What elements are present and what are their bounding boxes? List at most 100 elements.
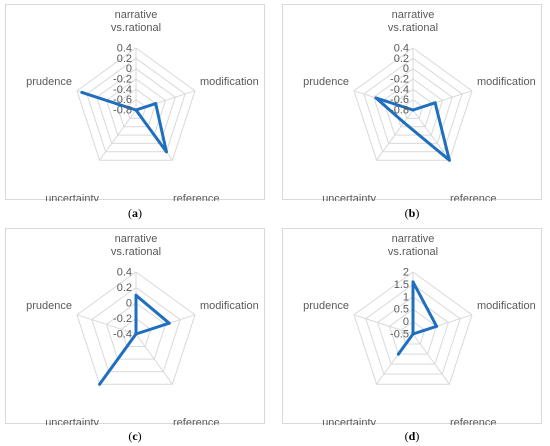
grid-ring — [96, 68, 176, 144]
tick-label: -0.6 — [390, 94, 409, 106]
tick-label: -0.4 — [113, 329, 132, 341]
grid-ring — [353, 47, 473, 161]
axis-label: narrative — [115, 233, 158, 245]
axis-spoke — [99, 109, 137, 161]
axis-label: modification — [477, 76, 536, 88]
axis-label: prudence — [303, 300, 349, 312]
radar-svg-a: 0.40.20-0.2-0.4-0.6-0.8narrativevs.ratio… — [26, 9, 259, 201]
data-point — [154, 102, 158, 106]
axis-label: prudence — [303, 76, 349, 88]
grid-ring — [377, 296, 449, 365]
axis-label: prudence — [26, 76, 72, 88]
axis-label: uncertainty — [322, 193, 376, 201]
data-point — [411, 332, 415, 336]
tick-label: 1 — [403, 291, 409, 303]
tick-label: 0 — [126, 63, 132, 75]
grid-ring — [373, 68, 453, 144]
data-point — [411, 280, 415, 284]
axis-label: reference — [173, 417, 219, 425]
tick-label: -0.4 — [113, 84, 132, 96]
axis-label: uncertainty — [45, 193, 99, 201]
grid-ring — [382, 78, 444, 136]
axis-label: vs.rational — [111, 246, 161, 258]
tick-label: -0.2 — [113, 74, 132, 86]
axis-label: vs.rational — [388, 246, 438, 258]
tick-label: 0.5 — [394, 304, 409, 316]
axis-spoke — [135, 333, 173, 385]
tick-label: 0.2 — [394, 53, 409, 65]
tick-label: 0 — [403, 63, 409, 75]
data-point — [433, 101, 437, 105]
axis-spoke — [376, 109, 414, 161]
tick-label: 0.4 — [394, 43, 409, 55]
data-point — [167, 321, 171, 325]
grid-ring — [353, 271, 473, 385]
grid-ring — [365, 283, 461, 375]
tick-label: -0.8 — [113, 105, 132, 117]
data-point — [80, 90, 84, 94]
data-point — [164, 150, 168, 154]
data-point — [134, 332, 138, 336]
data-point — [134, 293, 138, 297]
data-point — [396, 352, 400, 356]
tick-label: 2 — [403, 267, 409, 279]
grid-ring — [392, 88, 434, 128]
axis-label: uncertainty — [322, 417, 376, 425]
tick-label: -0.2 — [390, 74, 409, 86]
data-point — [98, 382, 102, 386]
axis-spoke — [353, 314, 414, 335]
axis-label: reference — [173, 193, 219, 201]
tick-label: -0.2 — [113, 313, 132, 325]
grid-ring — [400, 320, 426, 345]
axis-label: vs.rational — [388, 22, 438, 34]
axis-label: modification — [200, 76, 259, 88]
axis-spoke — [76, 314, 137, 335]
tick-label: 0.2 — [117, 53, 132, 65]
panel-caption-c: (c) — [128, 429, 142, 443]
axis-label: modification — [200, 300, 259, 312]
tick-label: 0 — [403, 316, 409, 328]
axis-label: uncertainty — [45, 417, 99, 425]
radar-svg-b: 0.40.20-0.2-0.4-0.6-0.8narrativevs.ratio… — [303, 9, 536, 201]
grid-ring — [363, 57, 463, 153]
axis-label: reference — [450, 193, 496, 201]
series-line — [374, 96, 451, 162]
axis-label: prudence — [26, 300, 72, 312]
grid-ring — [76, 47, 196, 161]
grid-ring — [125, 99, 147, 119]
tick-label: 0 — [126, 298, 132, 310]
grid-ring — [91, 286, 181, 373]
axis-label: reference — [450, 417, 496, 425]
data-point — [402, 121, 406, 124]
tick-label: 0.4 — [117, 267, 132, 279]
data-point — [134, 108, 138, 112]
data-point — [435, 324, 439, 328]
tick-label: 1.5 — [394, 279, 409, 291]
tick-label: 0.2 — [117, 282, 132, 294]
axis-label: vs.rational — [111, 22, 161, 34]
tick-label: -0.4 — [390, 84, 409, 96]
grid-ring — [105, 78, 167, 136]
tick-label: -0.5 — [390, 329, 409, 341]
axis-label: modification — [477, 300, 536, 312]
panel-caption-b: (b) — [404, 206, 420, 220]
grid-ring — [402, 99, 424, 119]
series-line — [396, 280, 439, 356]
series-line — [80, 90, 168, 154]
panel-caption-a: (a) — [128, 206, 142, 220]
grid-ring — [86, 57, 186, 153]
axis-label: narrative — [392, 9, 435, 21]
grid-ring — [120, 317, 152, 347]
grid-ring — [115, 88, 157, 128]
axis-label: narrative — [115, 9, 158, 21]
grid-ring — [105, 302, 167, 360]
data-point — [411, 108, 415, 112]
axis-label: narrative — [392, 233, 435, 245]
axis-spoke — [412, 333, 450, 385]
